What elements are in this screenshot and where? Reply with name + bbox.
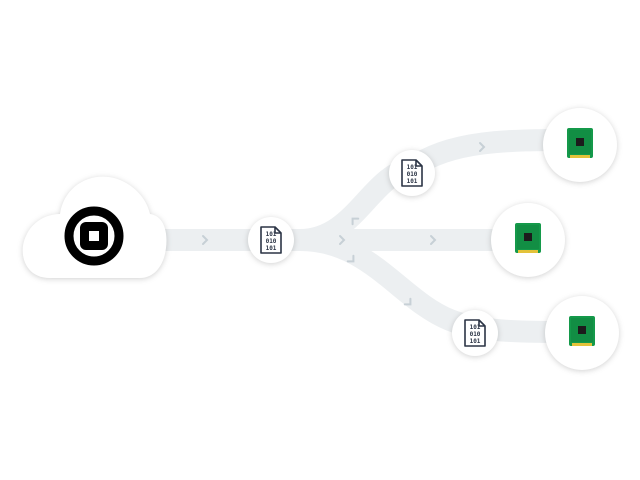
cloud-source-icon [64,206,124,266]
arrow-chevron [430,235,437,245]
hub-file-node: 101 010 101 [248,217,294,263]
file-glyph-row: 101 [407,178,418,185]
arrow-chevron [346,254,355,263]
upper-file-node: 101 010 101 [389,150,435,196]
arrow-chevron [479,142,486,152]
arrow-chevron [202,235,209,245]
file-glyph-row: 101 [266,245,277,252]
arrow-chevron [351,217,360,226]
file-glyph-row: 010 [407,171,418,178]
circuit-board-icon [515,223,541,253]
circuit-board-icon [569,316,595,346]
file-glyph-row: 010 [266,238,277,245]
lower-file-node: 101 010 101 [452,310,498,356]
file-glyph-row: 101 [470,338,481,345]
lower-branch-path [289,229,581,343]
arrow-chevron [403,297,412,306]
file-glyph-row: 101 [266,231,277,238]
flow-arrows [202,142,486,306]
device-node-lower [545,296,619,370]
file-glyph-row: 101 [470,324,481,331]
binary-file-icon: 101 010 101 [401,159,423,187]
binary-file-icon: 101 010 101 [464,319,486,347]
circuit-board-icon [567,128,593,158]
file-glyph-row: 101 [407,164,418,171]
device-node-middle [491,203,565,277]
device-node-upper [543,108,617,182]
binary-file-icon: 101 010 101 [260,226,282,254]
arrow-chevron [339,235,346,245]
file-glyph-row: 010 [470,331,481,338]
